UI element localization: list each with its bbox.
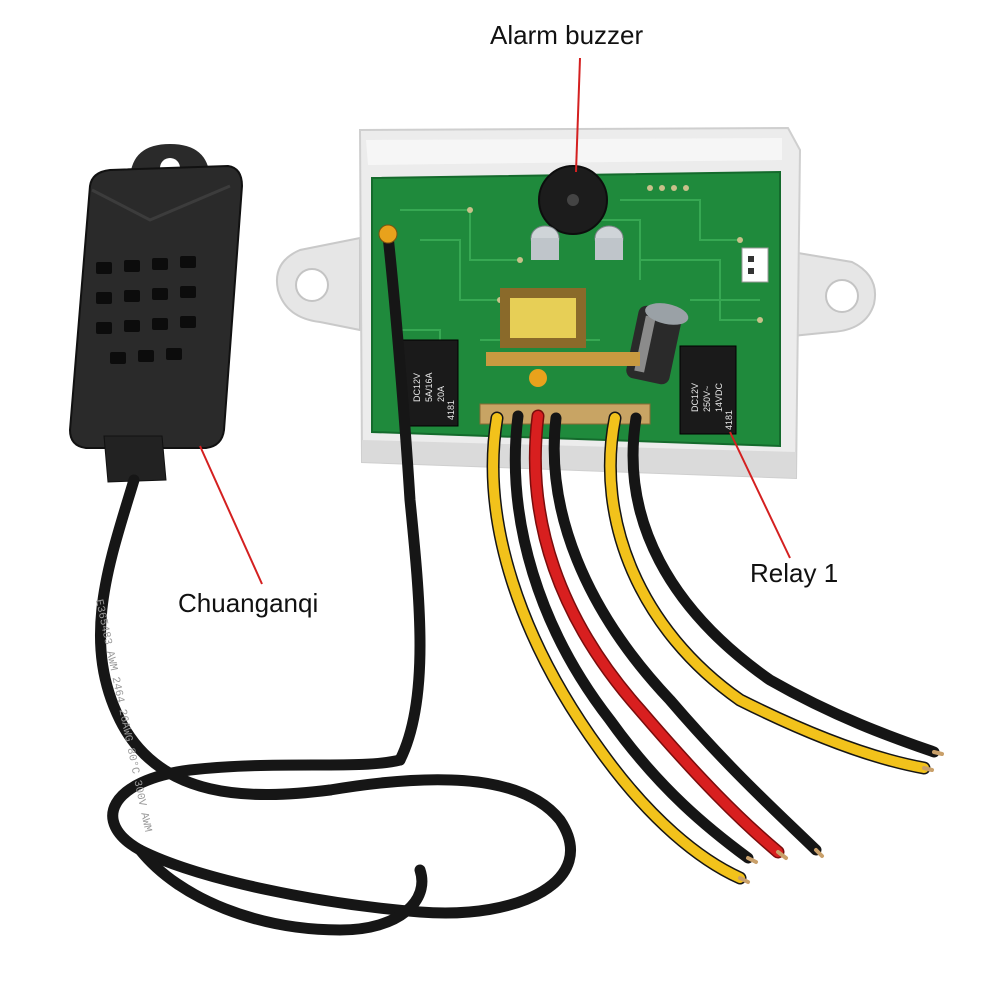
relay-1-marking-model: 4181 (724, 410, 734, 430)
relay-left-marking-model: 4181 (446, 400, 456, 420)
capacitor-large (626, 303, 689, 385)
humidity-sensor-body (68, 164, 244, 449)
wire-black-3 (627, 412, 940, 758)
wire-black-1 (509, 410, 754, 864)
sensor-cable-entry (378, 224, 398, 244)
callout-alarm-buzzer: Alarm buzzer (490, 20, 644, 50)
relay-left-marking-dc: DC12V (412, 373, 422, 402)
controller-module: DC12V 5A/16A 20A 4181 DC12V 250V~ 14VDC … (276, 126, 876, 480)
relay-1: DC12V 250V~ 14VDC 4181 (679, 345, 737, 435)
wire-black-2 (548, 412, 822, 856)
capacitor-small-1 (530, 225, 560, 260)
relay-1-marking-dc: DC12V (690, 383, 700, 412)
relay-1-marking-vac: 250V~ (702, 386, 712, 412)
transformer (486, 288, 640, 366)
wire-red (528, 409, 785, 859)
mounting-hole-right (825, 279, 859, 313)
relay-left-marking-rating: 20A (436, 386, 446, 402)
sensor-vents (96, 256, 196, 364)
callout-relay-1: Relay 1 (750, 558, 839, 588)
callout-chuanganqi: Chuanganqi (178, 588, 319, 618)
leader-line-buzzer (575, 57, 581, 173)
leader-line-sensor (199, 445, 263, 585)
capacitor-small-2 (594, 225, 624, 260)
output-wires (486, 409, 944, 885)
sensor-cable (94, 230, 576, 936)
callout-leader-lines (199, 57, 791, 585)
leader-line-relay (729, 431, 791, 559)
relay-1-marking-vdc: 14VDC (714, 382, 724, 412)
relay-left: DC12V 5A/16A 20A 4181 (401, 339, 459, 427)
mounting-hole-left (295, 268, 329, 302)
relay-left-marking-amps: 5A/16A (424, 372, 434, 402)
sensor-probe (68, 144, 244, 483)
